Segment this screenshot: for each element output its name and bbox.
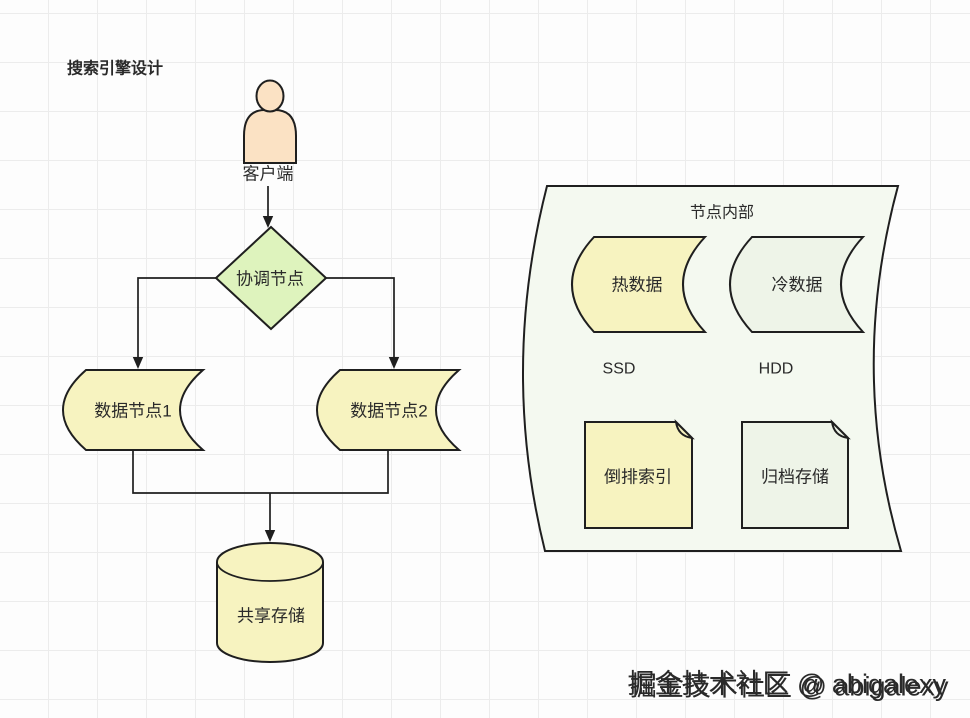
watermark: 掘金技术社区 @ abigalexy 掘金技术社区 @ abigalexy	[628, 669, 949, 702]
inverted-index-fold-corner	[674, 419, 695, 440]
person-icon	[243, 79, 297, 164]
hot-data-label: 热数据	[612, 276, 663, 295]
watermark-shadow-text: 掘金技术社区 @ abigalexy	[630, 672, 949, 702]
archive-storage-shape	[741, 421, 849, 529]
edge-datanodes-to-storage	[132, 450, 389, 542]
data-node-1-shape	[62, 369, 206, 451]
diagram-title: 搜索引擎设计	[67, 59, 163, 78]
hot-data-node: 热数据	[571, 236, 708, 333]
archive-storage-label: 归档存储	[761, 468, 829, 487]
edge-coordinator-to-datanode1	[132, 277, 216, 369]
coordinator-diamond-node: 协调节点	[214, 225, 328, 331]
data-node-2: 数据节点2	[316, 369, 462, 451]
watermark-text: 掘金技术社区 @ abigalexy	[628, 669, 947, 699]
hdd-edge-label: HDD	[759, 361, 794, 378]
cold-data-shape	[729, 236, 866, 333]
archive-storage-fold-corner	[830, 419, 851, 440]
data-node-1-label: 数据节点1	[94, 402, 171, 421]
client-label: 客户端	[243, 165, 294, 184]
edge-client-to-coordinator	[262, 186, 274, 228]
shared-storage-label: 共享存储	[237, 607, 305, 626]
shared-storage-shape	[216, 542, 324, 663]
archive-storage-note: 归档存储	[741, 419, 851, 529]
ssd-edge-label: SSD	[603, 361, 636, 378]
inverted-index-shape	[584, 421, 693, 529]
data-node-2-label: 数据节点2	[350, 402, 427, 421]
coordinator-diamond-shape	[214, 225, 328, 331]
inverted-index-label: 倒排索引	[604, 468, 672, 487]
client-actor-node: 客户端	[243, 79, 297, 184]
data-node-1: 数据节点1	[62, 369, 206, 451]
data-node-2-shape	[316, 369, 462, 451]
cylinder-top-arc	[216, 561, 324, 582]
inverted-index-note: 倒排索引	[584, 419, 695, 529]
cold-data-node: 冷数据	[729, 236, 866, 333]
shared-storage-cylinder-node: 共享存储	[216, 542, 324, 663]
hot-data-shape	[571, 236, 708, 333]
cold-data-label: 冷数据	[772, 276, 823, 295]
coordinator-label: 协调节点	[236, 270, 304, 289]
node-internal-container-label: 节点内部	[690, 204, 754, 222]
edge-coordinator-to-datanode2	[326, 277, 400, 369]
